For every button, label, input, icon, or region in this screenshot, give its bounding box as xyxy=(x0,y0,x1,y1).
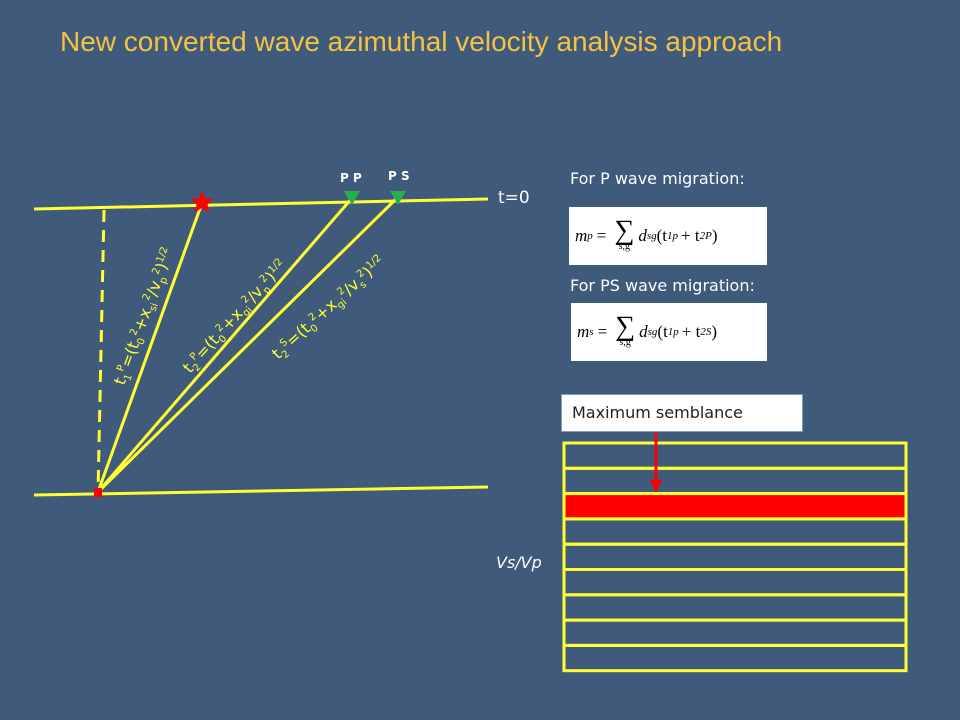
receiver-ps-label: P S xyxy=(388,169,410,183)
semblance-row xyxy=(562,441,908,470)
receiver-pp-icon xyxy=(344,191,360,205)
sum-icon: ∑s,g xyxy=(615,311,636,348)
semblance-row-highlight xyxy=(562,492,908,521)
surface-line xyxy=(33,197,489,211)
ray-label-t1: t1P=(t02+xsi2/vp2)1/2 xyxy=(110,245,180,388)
reflector-line xyxy=(33,485,489,497)
slide-title: New converted wave azimuthal velocity an… xyxy=(60,26,783,57)
ray-label-t2p: t2P=(t02+xgi2/vp2)1/2 xyxy=(179,256,293,379)
vertical-dashed-line xyxy=(96,209,106,493)
ray-ps xyxy=(96,195,400,494)
receiver-ps-icon xyxy=(390,191,406,205)
ray-source xyxy=(96,202,204,493)
sum-icon: ∑s,g xyxy=(614,215,635,252)
semblance-row xyxy=(562,568,908,597)
receiver-pp-label: P P xyxy=(340,171,362,185)
surface-label: t=0 xyxy=(498,188,530,208)
semblance-row xyxy=(562,618,908,647)
semblance-arrow-head-icon xyxy=(650,480,662,493)
semblance-row xyxy=(562,542,908,572)
semblance-row xyxy=(562,466,908,496)
ps-migration-heading: For PS wave migration: xyxy=(570,276,755,295)
source-star-icon xyxy=(190,191,214,213)
reflection-point xyxy=(94,488,102,497)
vs-vp-label: Vs/Vp xyxy=(496,553,542,572)
semblance-row xyxy=(562,593,908,622)
semblance-grid xyxy=(562,441,908,673)
p-migration-heading: For P wave migration: xyxy=(570,169,745,188)
ray-pp xyxy=(96,197,354,493)
semblance-row xyxy=(562,643,908,673)
semblance-row xyxy=(562,517,908,546)
maximum-semblance-label: Maximum semblance xyxy=(561,394,803,432)
